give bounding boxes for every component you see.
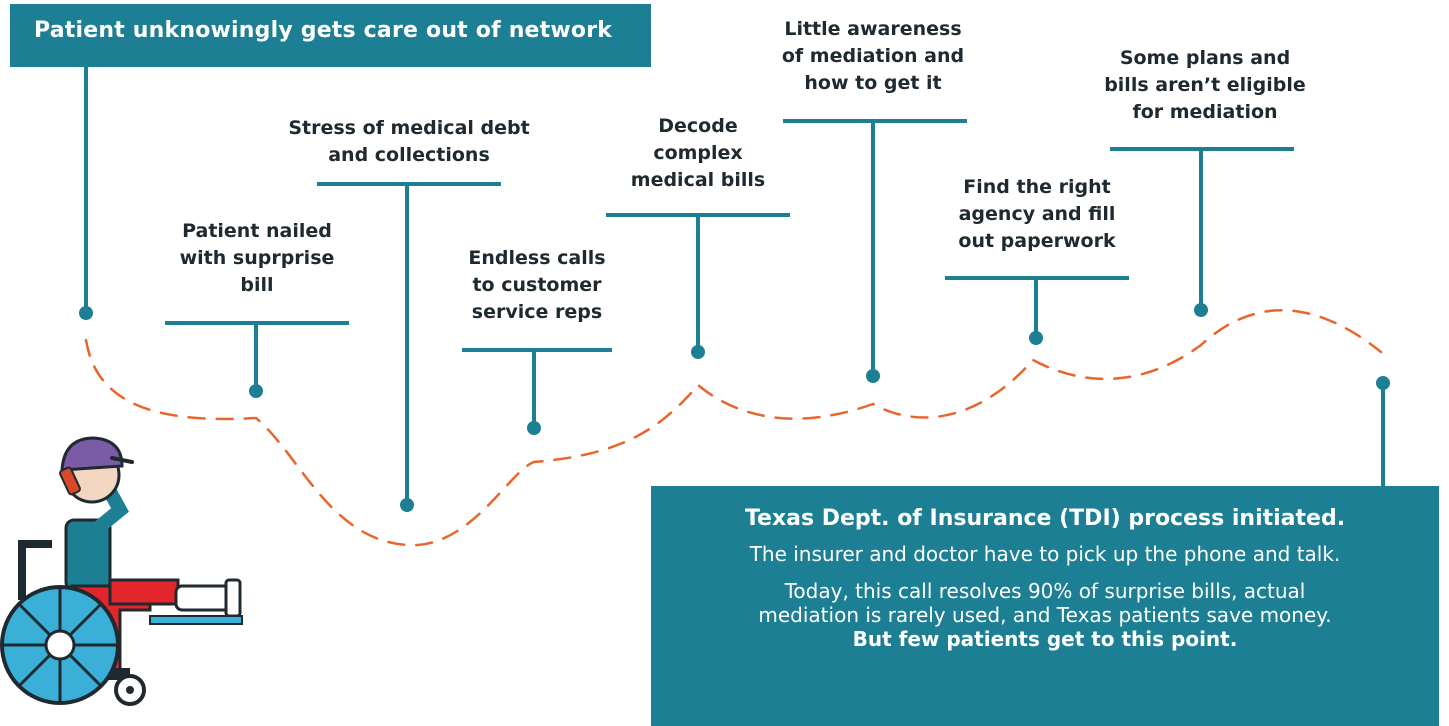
tdi-line-2: Today, this call resolves 90% of surpris… (758, 579, 1332, 627)
dot-step-1 (249, 384, 263, 398)
dot-start (79, 306, 93, 320)
dot-step-6 (1029, 331, 1043, 345)
dot-step-5 (866, 369, 880, 383)
tdi-outcome-box: Texas Dept. of Insurance (TDI) process i… (651, 486, 1439, 726)
dot-step-7 (1194, 303, 1208, 317)
tdi-line-1: The insurer and doctor have to pick up t… (749, 542, 1341, 566)
tdi-paragraph: Today, this call resolves 90% of surpris… (651, 579, 1439, 651)
dot-end (1376, 376, 1390, 390)
dot-step-2 (400, 498, 414, 512)
start-banner-text: Patient unknowingly gets care out of net… (34, 18, 613, 43)
dot-step-4 (691, 345, 705, 359)
journey-dashed-path (84, 309, 1383, 547)
tdi-emphasis: But few patients get to this point. (852, 627, 1238, 651)
tdi-title: Texas Dept. of Insurance (TDI) process i… (744, 506, 1346, 531)
dot-step-3 (527, 421, 541, 435)
start-banner: Patient unknowingly gets care out of net… (10, 4, 651, 67)
wheelchair-patient-on-phone-icon (0, 436, 243, 706)
